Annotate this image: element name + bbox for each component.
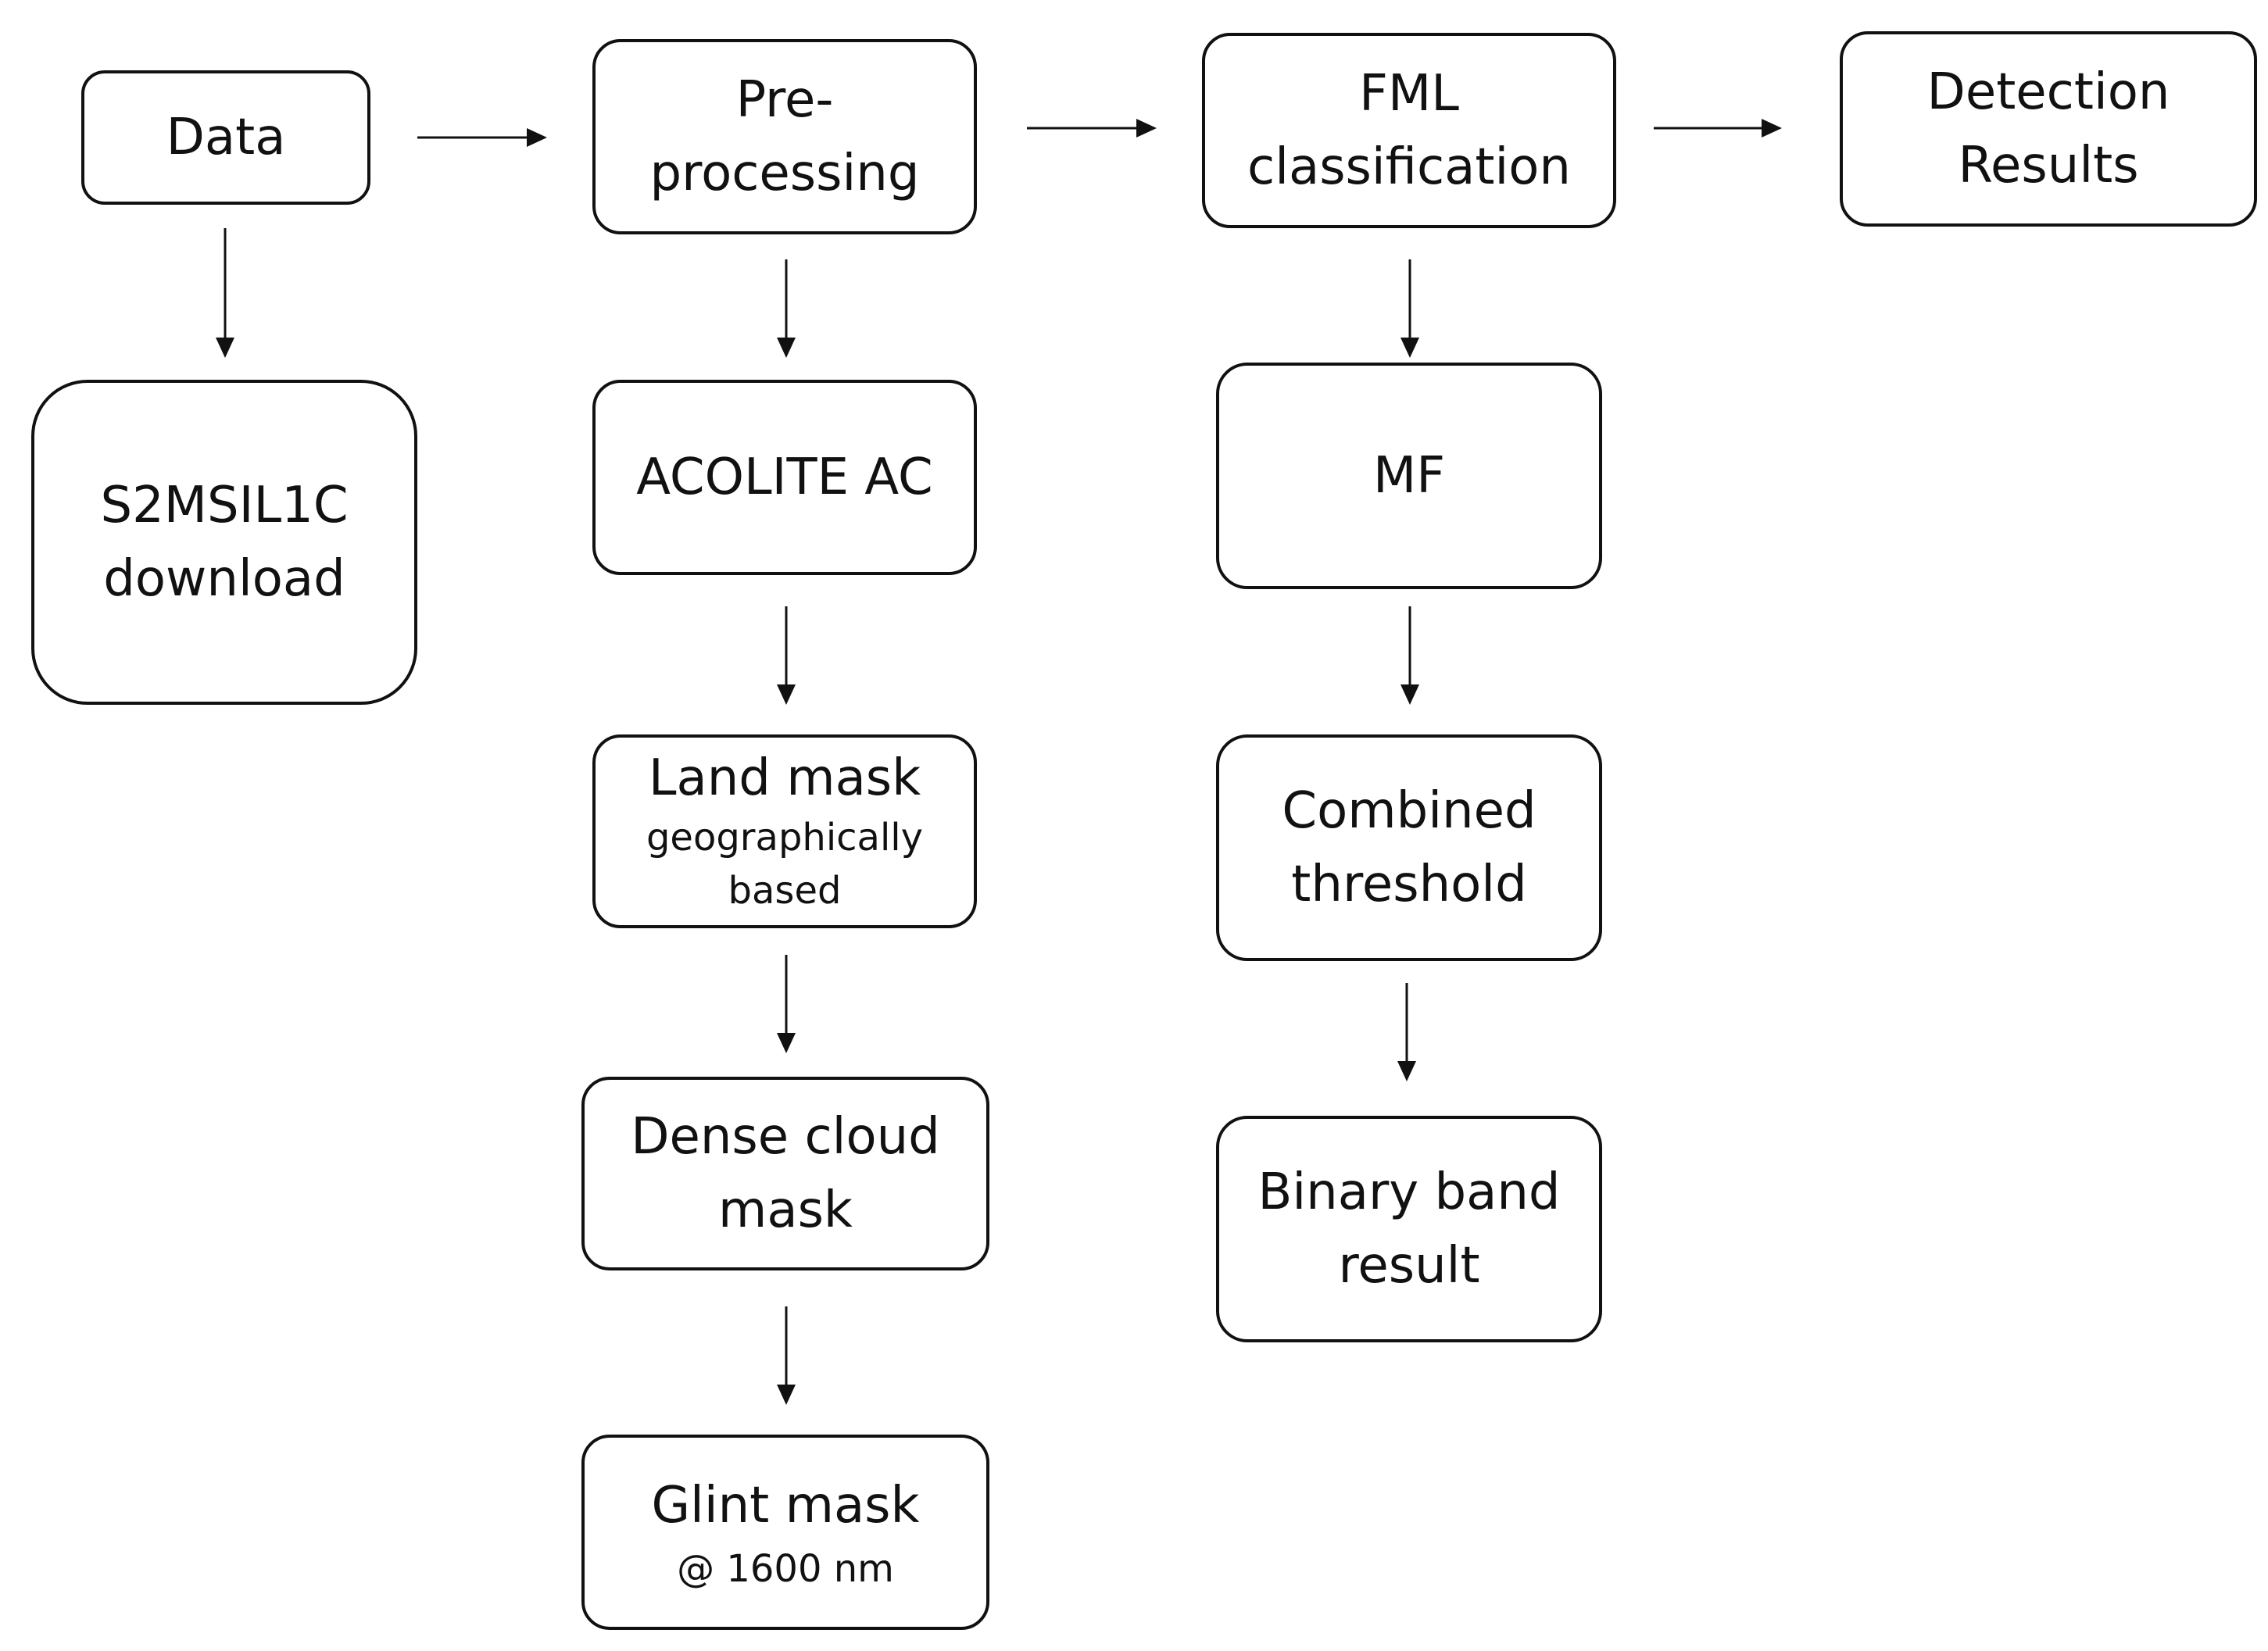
arrowhead-fml-to-detection (1762, 119, 1782, 138)
node-dense-cloud-mask: Dense cloud mask (581, 1077, 989, 1270)
node-preprocessing: Pre- processing (592, 39, 977, 234)
node-detection-results: Detection Results (1840, 31, 2257, 227)
node-mf-label: MF (1372, 447, 1446, 505)
node-data: Data (81, 70, 370, 205)
arrowhead-acolite-to-land-mask (777, 684, 796, 705)
arrowhead-preprocessing-to-fml (1136, 119, 1157, 138)
node-acolite-ac: ACOLITE AC (592, 380, 977, 575)
node-glint-mask-label: Glint mask (651, 1477, 920, 1535)
node-glint-mask: Glint mask @ 1600 nm (581, 1435, 989, 1630)
node-land-mask-label: Land mask (648, 749, 921, 807)
node-fml-classification: FML classification (1202, 33, 1616, 228)
node-dense-cloud-mask-label: Dense cloud mask (631, 1108, 940, 1239)
node-combined-threshold-label: Combined threshold (1282, 782, 1536, 913)
node-binary-band-result-label: Binary band result (1257, 1163, 1561, 1295)
arrowhead-land-mask-to-cloud-mask (777, 1033, 796, 1053)
node-combined-threshold: Combined threshold (1216, 734, 1602, 961)
arrowhead-data-to-preprocessing (527, 128, 547, 147)
arrowhead-fml-to-mf (1401, 338, 1419, 358)
node-glint-mask-sublabel: @ 1600 nm (677, 1547, 894, 1591)
arrowhead-cloud-mask-to-glint-mask (777, 1385, 796, 1405)
node-mf: MF (1216, 363, 1602, 589)
node-s2msil1c-download-label: S2MSIL1C download (100, 477, 349, 608)
node-preprocessing-label: Pre- processing (649, 71, 920, 202)
arrowhead-data-to-s2msil1c (216, 338, 234, 358)
arrowhead-preprocessing-to-acolite (777, 338, 796, 358)
node-s2msil1c-download: S2MSIL1C download (31, 380, 417, 705)
node-acolite-ac-label: ACOLITE AC (636, 448, 933, 506)
node-land-mask: Land mask geographically based (592, 734, 977, 928)
arrowhead-mf-to-threshold (1401, 684, 1419, 705)
node-fml-classification-label: FML classification (1247, 65, 1571, 196)
node-land-mask-sublabel: geographically based (646, 816, 924, 913)
node-detection-results-label: Detection Results (1926, 63, 2170, 195)
node-binary-band-result: Binary band result (1216, 1116, 1602, 1342)
node-data-label: Data (166, 109, 286, 166)
arrowhead-threshold-to-binary (1397, 1061, 1416, 1081)
